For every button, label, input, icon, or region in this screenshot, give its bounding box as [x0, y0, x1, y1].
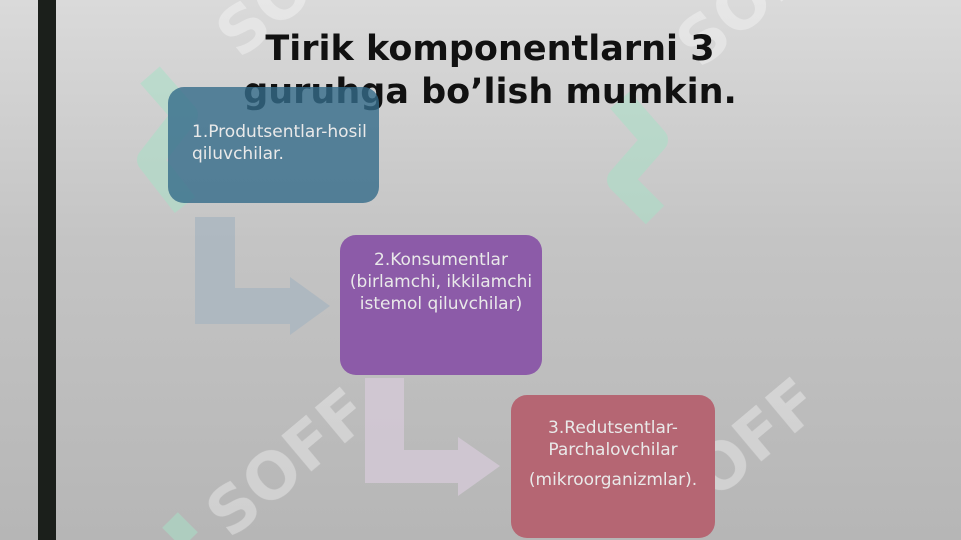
slide-title: Tirik komponentlarni 3 guruhga bo’lish m…: [243, 29, 737, 112]
decomposers-box: 3.Redutsentlar-Parchalovchilar (mikroorg…: [511, 395, 715, 538]
decomposers-label: 3.Redutsentlar-Parchalovchilar: [548, 418, 678, 460]
elbow-arrow-1: [195, 217, 330, 335]
elbow-arrow-2: [365, 378, 500, 496]
watermark-logo-icon: [137, 66, 668, 540]
left-accent-bar: [38, 0, 56, 540]
watermark-text: SOFF: [193, 375, 385, 540]
producers-box: 1.Produtsentlar-hosil qiluvchilar.: [168, 87, 379, 203]
decomposers-note: (mikroorganizmlar).: [528, 470, 698, 490]
consumers-box: 2.Konsumentlar (birlamchi, ikkilamchi is…: [340, 235, 542, 375]
